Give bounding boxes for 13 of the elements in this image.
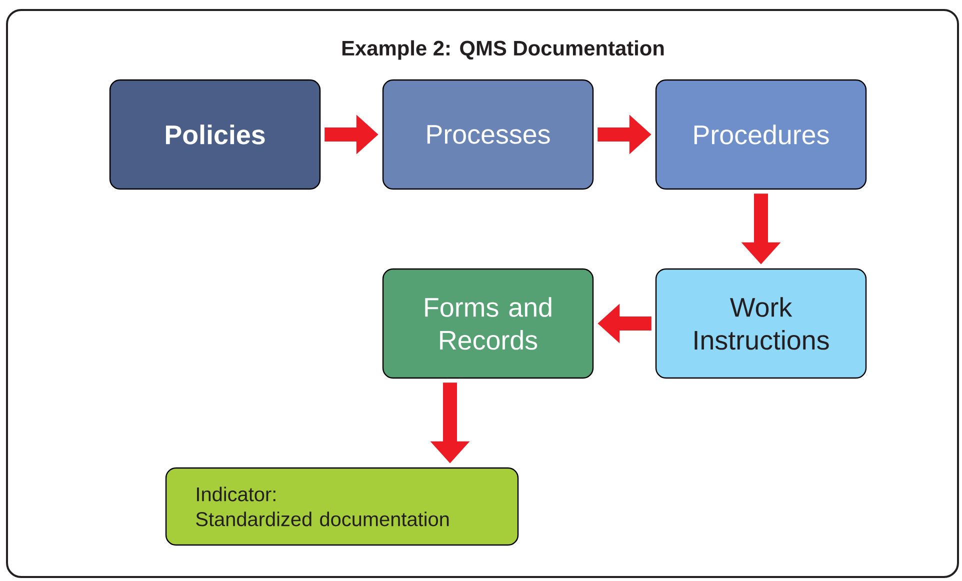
process-box bbox=[655, 268, 867, 379]
process-box bbox=[165, 467, 519, 546]
box-text: Forms and Records bbox=[425, 297, 552, 350]
process-box bbox=[382, 79, 594, 190]
box-text: Processes bbox=[427, 125, 550, 144]
process-box bbox=[382, 268, 594, 379]
process-box bbox=[109, 79, 321, 190]
box-text: Indicator: Standardized documentation bbox=[196, 486, 449, 526]
process-box bbox=[655, 79, 867, 190]
title: Example 2: QMS Documentation bbox=[342, 40, 664, 60]
box-text: Procedures bbox=[694, 124, 829, 144]
box-text: Work Instructions bbox=[694, 297, 829, 350]
box-text: Policies bbox=[166, 124, 265, 144]
